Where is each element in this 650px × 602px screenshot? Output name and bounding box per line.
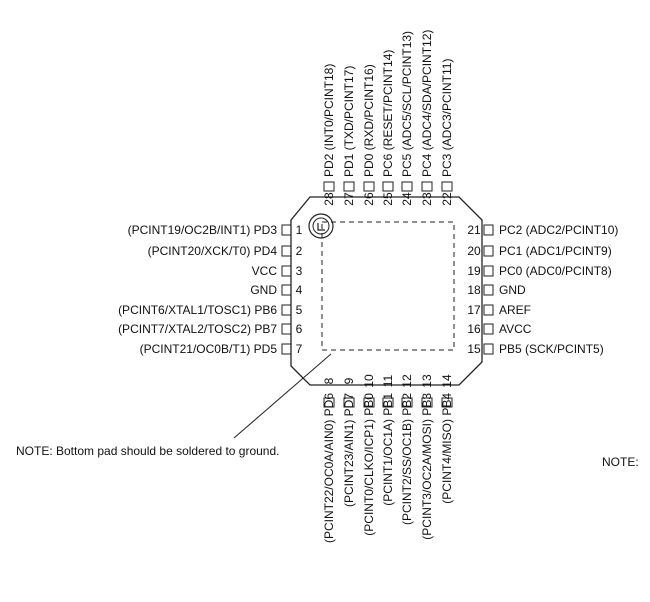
pin-pad-right-17 bbox=[483, 304, 494, 316]
pin-number-top: 27 bbox=[342, 192, 356, 206]
pin-pad-bottom-12 bbox=[401, 397, 413, 408]
pin-label-bottom: (PCINT3/OC2A/MOSI) PB3 bbox=[420, 393, 434, 540]
pin-number-top: 24 bbox=[400, 192, 414, 206]
pin-pad-left-7 bbox=[281, 343, 292, 355]
pin-label-bottom: (PCINT23/AIN1) PD7 bbox=[342, 393, 356, 507]
pin-label-left: (PCINT6/XTAL1/TOSC1) PB6 bbox=[118, 303, 277, 317]
pin-number-bottom: 14 bbox=[440, 374, 454, 388]
pin-label-left: (PCINT21/OC0B/T1) PD5 bbox=[140, 342, 278, 356]
pin-pad-top-28 bbox=[323, 181, 335, 192]
pin-pad-left-5 bbox=[281, 304, 292, 316]
pin-number-right: 20 bbox=[467, 244, 481, 258]
pin-pad-bottom-9 bbox=[343, 397, 355, 408]
pin-label-bottom: (PCINT1/OC1A) PB1 bbox=[381, 393, 395, 506]
pin-pad-bottom-8 bbox=[323, 397, 335, 408]
pin-label-top: PC4 (ADC4/SDA/PCINT12) bbox=[420, 30, 434, 177]
pin-label-bottom: (PCINT22/OC0A/AIN0) PD6 bbox=[322, 393, 336, 543]
pin-label-top: PD0 (RXD/PCINT16) bbox=[362, 64, 376, 177]
pin-pad-left-2 bbox=[281, 245, 292, 257]
pin-label-left: (PCINT20/XCK/T0) PD4 bbox=[148, 244, 278, 258]
pin-label-top: PD2 (INT0/PCINT18) bbox=[322, 64, 336, 177]
pin-number-left: 1 bbox=[296, 223, 303, 237]
pin-number-right: 16 bbox=[467, 322, 481, 336]
pin-number-bottom: 8 bbox=[322, 377, 336, 384]
pin-pad-bottom-13 bbox=[421, 397, 433, 408]
pin-label-top: PC3 (ADC3/PCINT11) bbox=[440, 59, 454, 177]
pin-number-right: 15 bbox=[467, 342, 481, 356]
chip-package-outline bbox=[290, 196, 483, 386]
pin-number-top: 26 bbox=[362, 192, 376, 206]
pin-number-left: 6 bbox=[296, 322, 303, 336]
pin-pad-bottom-10 bbox=[363, 397, 375, 408]
pin-label-right: GND bbox=[499, 283, 526, 297]
bottom-pad-outline bbox=[321, 221, 455, 351]
pin-label-right: AREF bbox=[499, 303, 531, 317]
pin-pad-right-21 bbox=[483, 224, 494, 236]
pin-number-top: 23 bbox=[420, 192, 434, 206]
pin-pad-top-23 bbox=[421, 181, 433, 192]
pin-label-left: (PCINT7/XTAL2/TOSC2) PB7 bbox=[118, 322, 277, 336]
pin-pad-top-27 bbox=[343, 181, 355, 192]
note-pointer-line bbox=[233, 353, 332, 439]
pin-number-bottom: 13 bbox=[420, 374, 434, 388]
pin-number-bottom: 11 bbox=[381, 374, 395, 387]
pin-label-bottom: (PCINT0/CLKO/ICP1) PB0 bbox=[362, 393, 376, 536]
pin-number-bottom: 12 bbox=[400, 374, 414, 388]
pin-label-left: VCC bbox=[252, 264, 278, 278]
pin-pad-top-26 bbox=[363, 181, 375, 192]
pin-number-left: 5 bbox=[296, 303, 303, 317]
pin-label-right: PC0 (ADC0/PCINT8) bbox=[499, 264, 612, 278]
pin-number-bottom: 9 bbox=[342, 377, 356, 384]
pin-number-left: 2 bbox=[296, 244, 303, 258]
pin-pad-top-25 bbox=[382, 181, 394, 192]
pin-pad-top-24 bbox=[401, 181, 413, 192]
pin-label-top: PC5 (ADC5/SCL/PCINT13) bbox=[400, 31, 414, 177]
pin-pad-left-3 bbox=[281, 265, 292, 277]
pin-pad-left-4 bbox=[281, 284, 292, 296]
pin-label-bottom: (PCINT4/MISO) PB4 bbox=[440, 393, 454, 504]
pin-pad-bottom-14 bbox=[441, 397, 453, 408]
pin-number-bottom: 10 bbox=[362, 374, 376, 388]
pin-label-right: PC2 (ADC2/PCINT10) bbox=[499, 223, 618, 237]
pin-label-right: AVCC bbox=[499, 322, 532, 336]
pin1-indicator-icon bbox=[308, 213, 334, 239]
pin-number-top: 22 bbox=[440, 192, 454, 206]
pin-number-right: 18 bbox=[467, 283, 481, 297]
pin-label-bottom: (PCINT2/SS/OC1B) PB2 bbox=[400, 393, 414, 525]
note-bottom-pad: NOTE: Bottom pad should be soldered to g… bbox=[16, 444, 280, 458]
pin-pad-right-15 bbox=[483, 343, 494, 355]
pin-number-left: 7 bbox=[296, 342, 303, 356]
pin-pad-right-19 bbox=[483, 265, 494, 277]
pin-pad-left-6 bbox=[281, 323, 292, 335]
pin-pad-bottom-11 bbox=[382, 397, 394, 408]
pin-label-left: GND bbox=[250, 283, 277, 297]
pin-pad-left-1 bbox=[281, 224, 292, 236]
note-right: NOTE: bbox=[602, 455, 639, 469]
pin-label-right: PC1 (ADC1/PCINT9) bbox=[499, 244, 612, 258]
pin-pad-right-16 bbox=[483, 323, 494, 335]
pin-pad-top-22 bbox=[441, 181, 453, 192]
pin-label-top: PD1 (TXD/PCINT17) bbox=[342, 66, 356, 177]
pin-number-right: 21 bbox=[467, 223, 481, 237]
pin-pad-right-18 bbox=[483, 284, 494, 296]
pin-number-right: 17 bbox=[467, 303, 481, 317]
pin-number-top: 25 bbox=[381, 192, 395, 206]
pin-label-right: PB5 (SCK/PCINT5) bbox=[499, 342, 604, 356]
pin-number-left: 4 bbox=[296, 283, 303, 297]
pin-number-left: 3 bbox=[296, 264, 303, 278]
pin-number-right: 19 bbox=[467, 264, 481, 278]
pin-pad-right-20 bbox=[483, 245, 494, 257]
pin1-corner-mark bbox=[317, 223, 325, 231]
pin-label-left: (PCINT19/OC2B/INT1) PD3 bbox=[128, 223, 278, 237]
pin-number-top: 28 bbox=[322, 192, 336, 206]
pin-label-top: PC6 (RESET/PCINT14) bbox=[381, 50, 395, 177]
